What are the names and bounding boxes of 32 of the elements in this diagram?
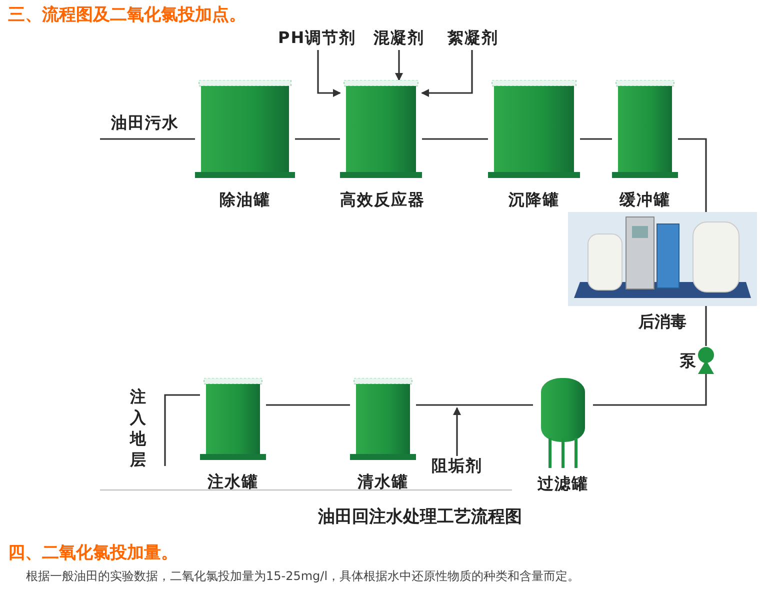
pipe-line	[295, 138, 340, 140]
chemical-label: 絮凝剂	[446, 28, 500, 49]
tank-label: 除油罐	[218, 190, 272, 211]
inlet-label: 油田污水	[110, 113, 180, 134]
chemical-label: 阻垢剂	[430, 456, 484, 477]
vertical-label: 注入地层	[130, 386, 148, 470]
pipe-line	[416, 404, 533, 406]
tank-label: 缓冲罐	[618, 190, 672, 211]
tank-label: 高效反应器	[340, 190, 422, 211]
body-text: 根据一般油田的实验数据，二氧化氯投加量为15-25mg/l，具体根据水中还原性物质的种类和含量而定。	[26, 568, 580, 585]
figure-caption: 油田回注水处理工艺流程图	[318, 506, 522, 528]
tank-label: 沉降罐	[508, 190, 560, 211]
pipe-line	[164, 394, 200, 466]
tank-label: 清水罐	[356, 472, 410, 493]
pipe-line	[266, 404, 350, 406]
pipe-line	[422, 138, 488, 140]
pipe-line	[705, 306, 707, 346]
chemical-label: 混凝剂	[372, 28, 426, 49]
arrow	[317, 50, 341, 97]
arrow	[395, 50, 403, 81]
arrow	[421, 50, 473, 97]
section-heading: 四、二氧化氯投加量。	[8, 542, 178, 564]
chemical-label: PH调节剂	[278, 28, 352, 49]
pump-label: 泵	[680, 351, 696, 372]
pipe-line	[580, 138, 612, 140]
pipe-line	[100, 138, 195, 140]
arrow	[453, 407, 461, 456]
tank-label: 过滤罐	[536, 474, 590, 495]
pipe-line	[678, 138, 707, 212]
section-heading: 三、流程图及二氧化氯投加点。	[8, 4, 246, 26]
tank-label: 注水罐	[206, 472, 260, 493]
picture-caption: 后消毒	[637, 312, 688, 333]
